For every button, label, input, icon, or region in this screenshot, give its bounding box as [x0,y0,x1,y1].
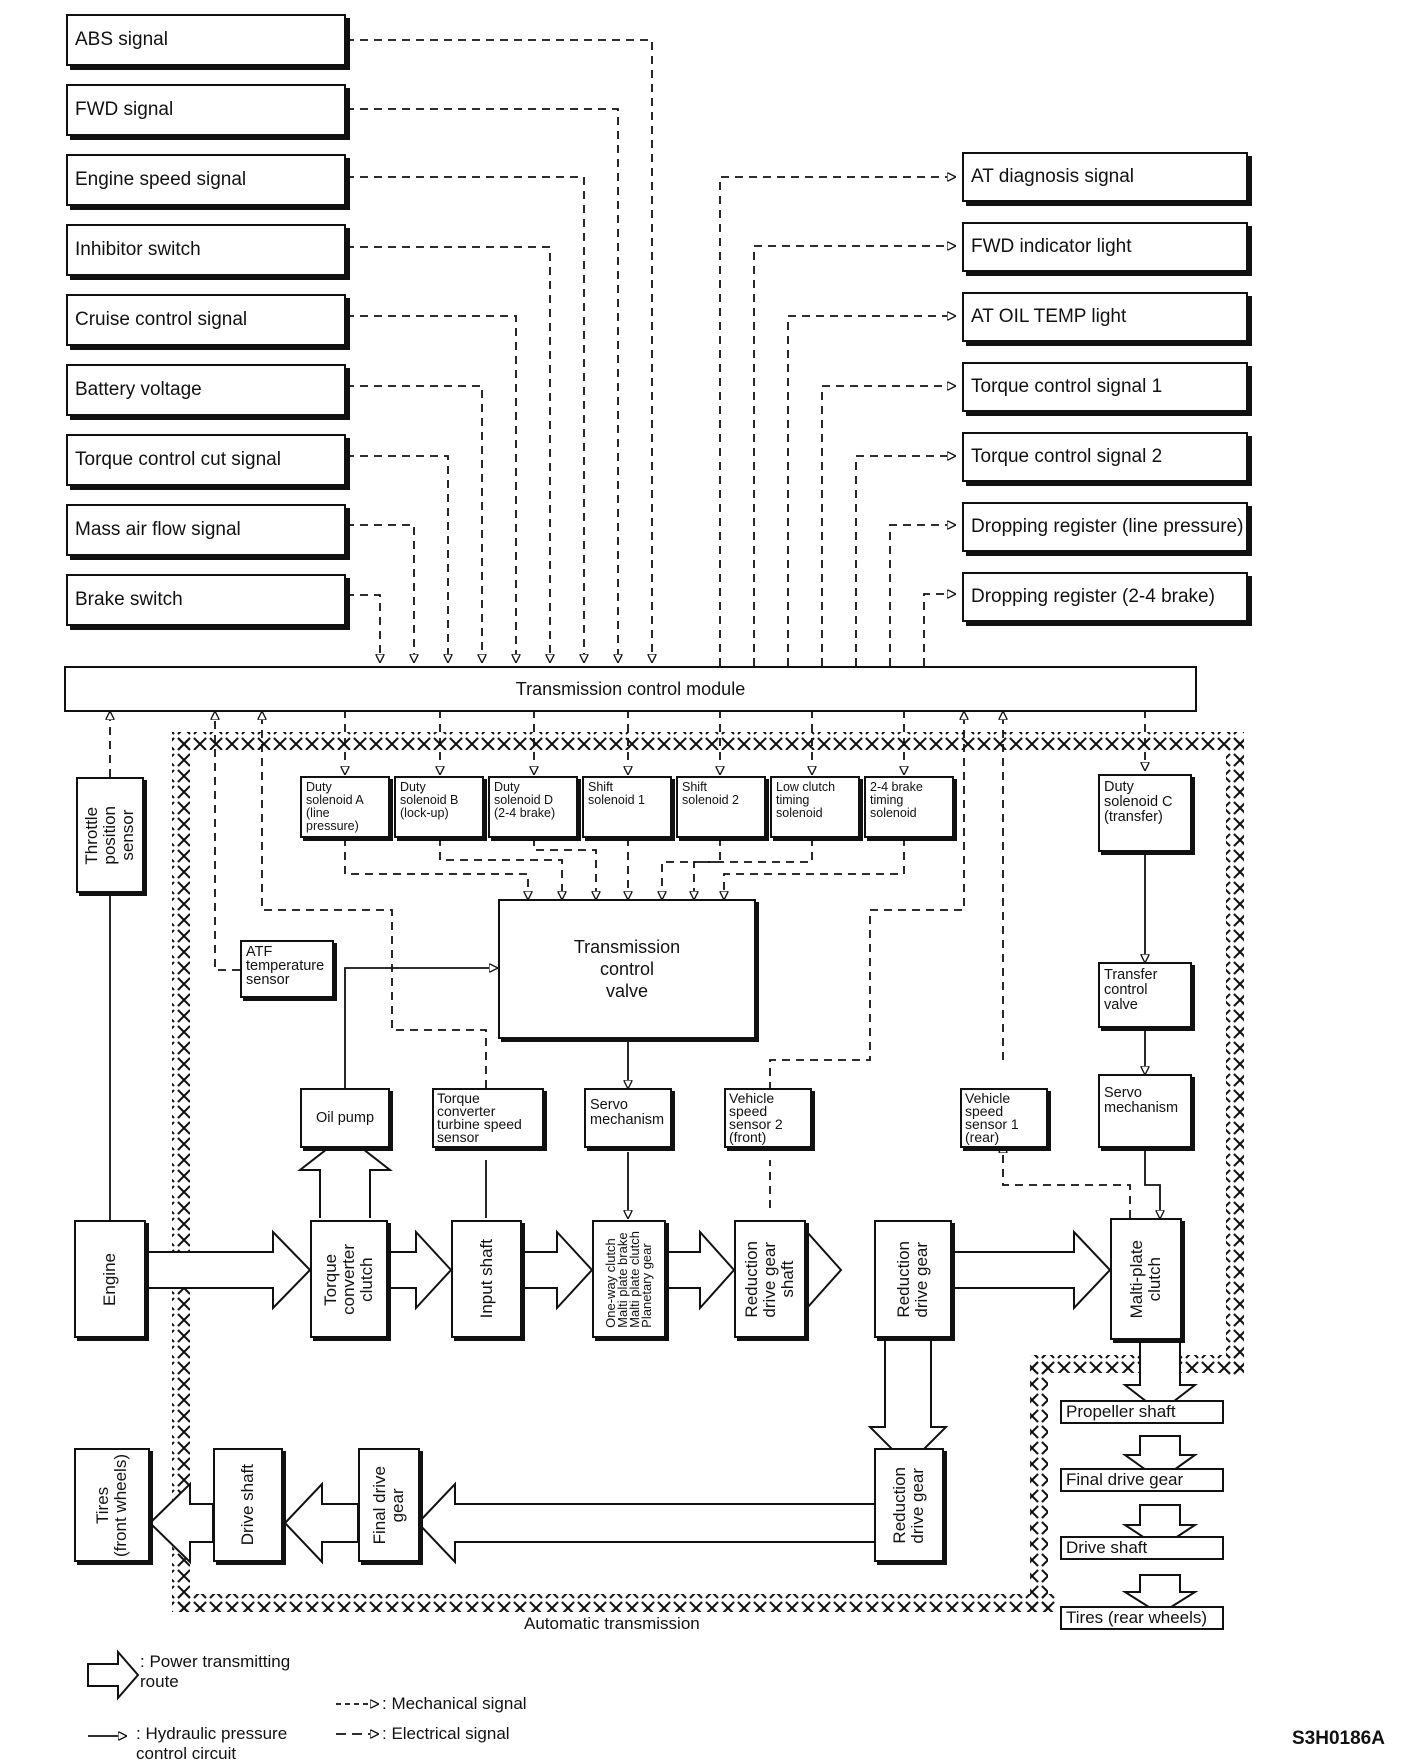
output-at-oil-temp-light: AT OIL TEMP light [962,292,1248,342]
output-lines [719,177,955,666]
input-abs-signal: ABS signal [66,14,346,66]
input-fwd-signal: FWD signal [66,84,346,136]
input-torque-control-cut-signal: Torque control cut signal [66,434,346,486]
output-torque-control-signal-2: Torque control signal 2 [962,432,1248,482]
2-4-brake-timing-solenoid: 2-4 brake timing solenoid [864,776,954,838]
low-clutch-timing-solenoid: Low clutch timing solenoid [770,776,860,838]
drive-shaft-front: Drive shaft [213,1448,283,1562]
output-torque-control-signal-1: Torque control signal 1 [962,362,1248,412]
output-fwd-indicator-light: FWD indicator light [962,222,1248,272]
final-drive-gear-rear: Final drive gear [1060,1468,1224,1492]
clutch-brake-planetary-gear: One-way clutch Malti plate brake Malti p… [592,1220,666,1338]
tires-front-wheels: Tires (front wheels) [74,1448,150,1562]
vehicle-speed-sensor-1: Vehicle speed sensor 1 (rear) [960,1088,1048,1148]
legend-mechanical-signal: : Mechanical signal [382,1694,527,1713]
servo-mechanism-right: Servo mechanism [1098,1074,1192,1148]
input-shaft: Input shaft [451,1220,522,1338]
legend-power-route: : Power transmitting route [140,1652,291,1691]
torque-converter-clutch: Torque converter clutch [310,1220,388,1338]
input-battery-voltage: Battery voltage [66,364,346,416]
legend-hydraulic-circuit: : Hydraulic pressure control circuit [136,1724,288,1763]
duty-solenoid-a: Duty solenoid A (line pressure) [300,776,390,838]
legend-electrical-signal: : Electrical signal [382,1724,510,1743]
duty-solenoid-c: Duty solenoid C (transfer) [1098,774,1192,852]
sensor-lines [110,712,1131,1220]
oil-pump: Oil pump [300,1088,390,1148]
automatic-transmission-label: Automatic transmission [524,1614,700,1633]
servo-mechanism-left: Servo mechanism [584,1088,672,1148]
tcm-solenoid-lines [345,710,1145,774]
transfer-control-valve: Transfer control valve [1098,962,1192,1028]
transmission-control-valve: Transmission control valve [498,899,756,1039]
legend-glyphs [87,1649,378,1736]
figure-reference-code: S3H0186A [1292,1728,1385,1749]
throttle-position-sensor: Throttle position sensor [76,777,144,893]
final-drive-gear-front: Final drive gear [358,1448,420,1562]
solenoid-valve-lines [344,838,905,899]
input-mass-air-flow-signal: Mass air flow signal [66,504,346,556]
input-brake-switch: Brake switch [66,574,346,626]
input-engine-speed-signal: Engine speed signal [66,154,346,206]
input-cruise-control-signal: Cruise control signal [66,294,346,346]
output-dropping-register-2-4-brake: Dropping register (2-4 brake) [962,572,1248,622]
multi-plate-clutch: Malti-plate clutch [1110,1218,1182,1340]
reduction-drive-gear-upper: Reduction drive gear [874,1220,952,1338]
tires-rear-wheels: Tires (rear wheels) [1060,1606,1224,1630]
reduction-drive-gear-shaft: Reduction drive gear shaft [734,1220,806,1338]
shift-solenoid-1: Shift solenoid 1 [582,776,672,838]
transmission-control-module: Transmission control module [64,666,1197,712]
atf-temperature-sensor: ATF temperature sensor [240,940,334,998]
engine: Engine [74,1220,146,1338]
shift-solenoid-2: Shift solenoid 2 [676,776,766,838]
hydraulic-lines [344,852,1160,1218]
input-inhibitor-switch: Inhibitor switch [66,224,346,276]
reduction-drive-gear-lower: Reduction drive gear [874,1448,944,1562]
input-lines [346,39,652,662]
duty-solenoid-b: Duty solenoid B (lock-up) [394,776,484,838]
duty-solenoid-d: Duty solenoid D (2-4 brake) [488,776,578,838]
power-arrows [145,1229,1199,1616]
output-at-diagnosis-signal: AT diagnosis signal [962,152,1248,202]
torque-converter-turbine-speed-sensor: Torque converter turbine speed sensor [432,1088,544,1148]
drive-shaft-rear: Drive shaft [1060,1536,1224,1560]
vehicle-speed-sensor-2: Vehicle speed sensor 2 (front) [724,1088,812,1148]
output-dropping-register-line-pressure: Dropping register (line pressure) [962,502,1248,552]
propeller-shaft: Propeller shaft [1060,1400,1224,1424]
